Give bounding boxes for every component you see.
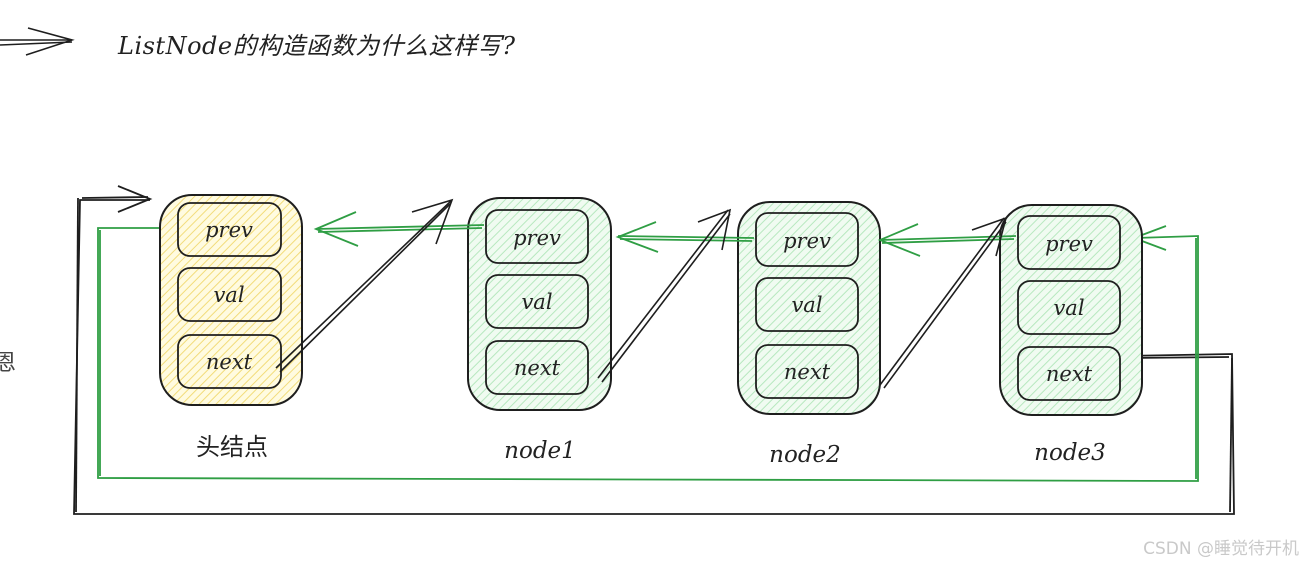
prev-arrow-node3-to-node2 [877,223,1017,257]
node3-prev-field: prev [1045,232,1093,256]
prev-arrow-node2-to-node1 [615,221,755,253]
node-head: prev val next 头结点 [159,194,303,461]
node1-prev-field: prev [513,226,561,250]
node3-next-field: next [1046,362,1093,386]
cropped-glyph: 恩 [0,351,16,376]
node3-val-field: val [1053,296,1084,320]
prev-loop-line [97,225,1199,482]
node3-label: node3 [1034,440,1106,466]
node-1: prev val next node1 [467,197,612,464]
node2-next-field: next [784,360,831,384]
node1-next-field: next [514,356,561,380]
node2-val-field: val [791,293,822,317]
next-arrow-node2-to-node3 [879,216,1008,389]
node1-label: node1 [504,438,576,464]
diagram-title: ListNode的构造函数为什么这样写? [117,32,515,60]
prev-arrow-node1-to-head [313,211,485,247]
watermark: CSDN @睡觉待开机 [1143,539,1299,559]
node2-label: node2 [769,442,841,468]
next-loop-line [73,185,1235,515]
node1-val-field: val [521,290,552,314]
head-node-label: 头结点 [196,433,268,461]
node2-prev-field: prev [783,229,831,253]
head-prev-field: prev [205,218,253,242]
next-arrow-node1-to-node2 [597,208,732,383]
node-3: prev val next node3 [999,204,1143,466]
next-arrow-head-to-node1 [275,198,454,373]
node-2: prev val next node2 [737,201,881,468]
head-val-field: val [213,283,244,307]
intro-arrow [0,27,75,56]
head-next-field: next [206,350,253,374]
